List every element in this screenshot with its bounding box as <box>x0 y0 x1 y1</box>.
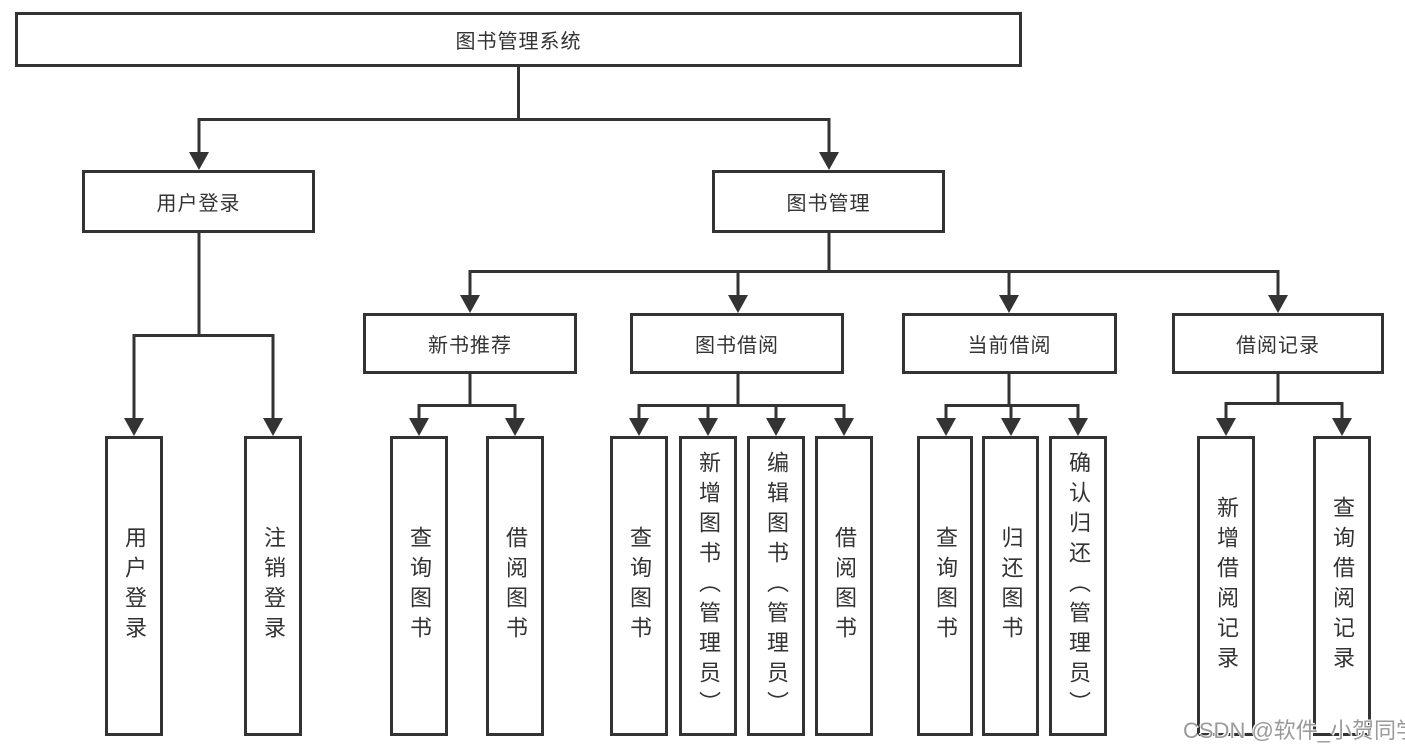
node-book-borrowing: 图书借阅 <box>630 313 844 374</box>
leaf-borrow-books-recommend: 借阅图书 <box>486 436 544 736</box>
leaf-label: 确认归还（管理员） <box>1066 451 1091 721</box>
arrow-down-icon <box>263 418 283 436</box>
leaf-label: 借阅图书 <box>503 526 528 646</box>
leaf-label: 查询图书 <box>933 526 958 646</box>
node-borrowing-records: 借阅记录 <box>1172 313 1384 374</box>
leaf-label: 用户登录 <box>122 526 147 646</box>
leaf-confirm-return-admin: 确认归还（管理员） <box>1049 436 1107 736</box>
csdn-watermark: CSDN @软件_小贺同学 <box>1183 718 1405 743</box>
leaf-return-books: 归还图书 <box>982 436 1039 736</box>
leaf-query-books-borrowing: 查询图书 <box>610 436 668 736</box>
arrow-down-icon <box>698 418 718 436</box>
leaf-edit-book-admin: 编辑图书（管理员） <box>747 436 805 736</box>
node-current-borrowing: 当前借阅 <box>902 313 1117 374</box>
leaf-label: 编辑图书（管理员） <box>764 451 789 721</box>
node-user-login: 用户登录 <box>82 170 315 233</box>
leaf-label: 新增借阅记录 <box>1214 496 1239 676</box>
arrow-down-icon <box>460 295 480 313</box>
arrow-down-icon <box>189 152 209 170</box>
arrow-down-icon <box>124 418 144 436</box>
node-library-management-system: 图书管理系统 <box>15 12 1022 67</box>
leaf-label: 注销登录 <box>261 526 286 646</box>
leaf-user-login: 用户登录 <box>105 436 163 736</box>
leaf-logout: 注销登录 <box>244 436 302 736</box>
leaf-label: 查询图书 <box>627 526 652 646</box>
leaf-query-books-current: 查询图书 <box>917 436 973 736</box>
arrow-down-icon <box>1068 418 1088 436</box>
arrow-down-icon <box>1001 418 1021 436</box>
arrow-down-icon <box>766 418 786 436</box>
arrow-down-icon <box>505 418 525 436</box>
arrow-down-icon <box>936 418 956 436</box>
arrow-down-icon <box>1268 295 1288 313</box>
arrow-down-icon <box>409 418 429 436</box>
arrow-down-icon <box>819 152 839 170</box>
leaf-label: 借阅图书 <box>832 526 857 646</box>
arrow-down-icon <box>999 295 1019 313</box>
leaf-add-borrow-record: 新增借阅记录 <box>1197 436 1255 736</box>
node-new-book-recommend: 新书推荐 <box>363 313 577 374</box>
leaf-borrow-books-borrowing: 借阅图书 <box>815 436 873 736</box>
leaf-query-books-recommend: 查询图书 <box>390 436 448 736</box>
leaf-add-book-admin: 新增图书（管理员） <box>679 436 737 736</box>
arrow-down-icon <box>834 418 854 436</box>
leaf-label: 查询图书 <box>407 526 432 646</box>
arrow-down-icon <box>629 418 649 436</box>
leaf-label: 查询借阅记录 <box>1330 496 1355 676</box>
leaf-label: 归还图书 <box>998 526 1024 646</box>
arrow-down-icon <box>1332 418 1352 436</box>
arrow-down-icon <box>1216 418 1236 436</box>
arrow-down-icon <box>728 295 748 313</box>
leaf-query-borrow-record: 查询借阅记录 <box>1313 436 1371 736</box>
leaf-label: 新增图书（管理员） <box>696 451 721 721</box>
node-book-management: 图书管理 <box>712 170 945 233</box>
